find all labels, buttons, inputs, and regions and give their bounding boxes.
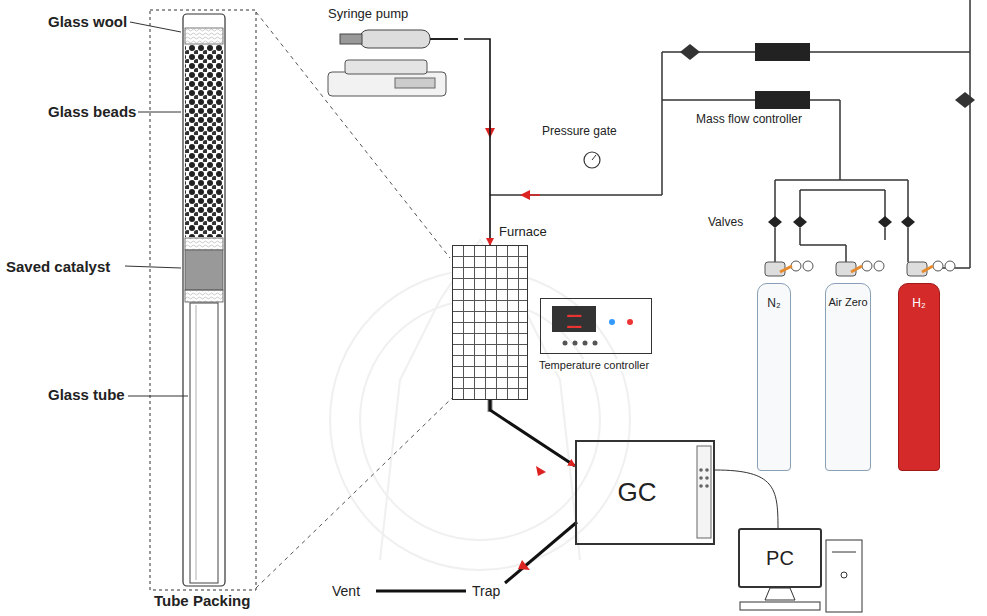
node-label: PC	[766, 547, 794, 570]
part-label: Glass tube	[46, 386, 127, 404]
gas-cylinder: Air Zero	[825, 283, 871, 471]
flow-line	[464, 39, 490, 245]
node-label: Syringe pump	[328, 6, 474, 21]
node-label: H₂	[899, 296, 939, 310]
part-label: Pressure gate	[540, 124, 619, 138]
node-label: Temperature controller	[537, 359, 651, 371]
part-label: Saved catalyst	[4, 258, 112, 276]
svg-text:▬▬: ▬▬	[567, 311, 581, 318]
svg-text:▬▬: ▬▬	[567, 322, 581, 329]
gas-cylinder: N₂	[757, 283, 791, 471]
temperature-controller: Temperature controller	[540, 298, 652, 354]
flow-line	[490, 400, 575, 466]
part-label: Glass wool	[46, 13, 129, 31]
gc-instrument: GC	[575, 440, 715, 545]
node-label: N₂	[758, 296, 790, 310]
part-label: Trap	[470, 583, 502, 600]
part-label: Vent	[330, 583, 362, 600]
pc-monitor: PC	[738, 528, 822, 588]
furnace: Furnace	[452, 245, 528, 400]
part-label: Mass flow controller	[694, 112, 804, 126]
part-label: Glass beads	[46, 103, 138, 121]
node-label: GC	[618, 477, 657, 508]
syringe-pump: Syringe pump	[318, 6, 464, 100]
gas-cylinder: H₂	[898, 283, 940, 471]
node-label: Air Zero	[826, 296, 870, 309]
flow-line	[715, 470, 778, 528]
part-label: Tube Packing	[152, 592, 252, 610]
part-label: Valves	[706, 215, 745, 229]
node-label: Furnace	[497, 224, 549, 239]
